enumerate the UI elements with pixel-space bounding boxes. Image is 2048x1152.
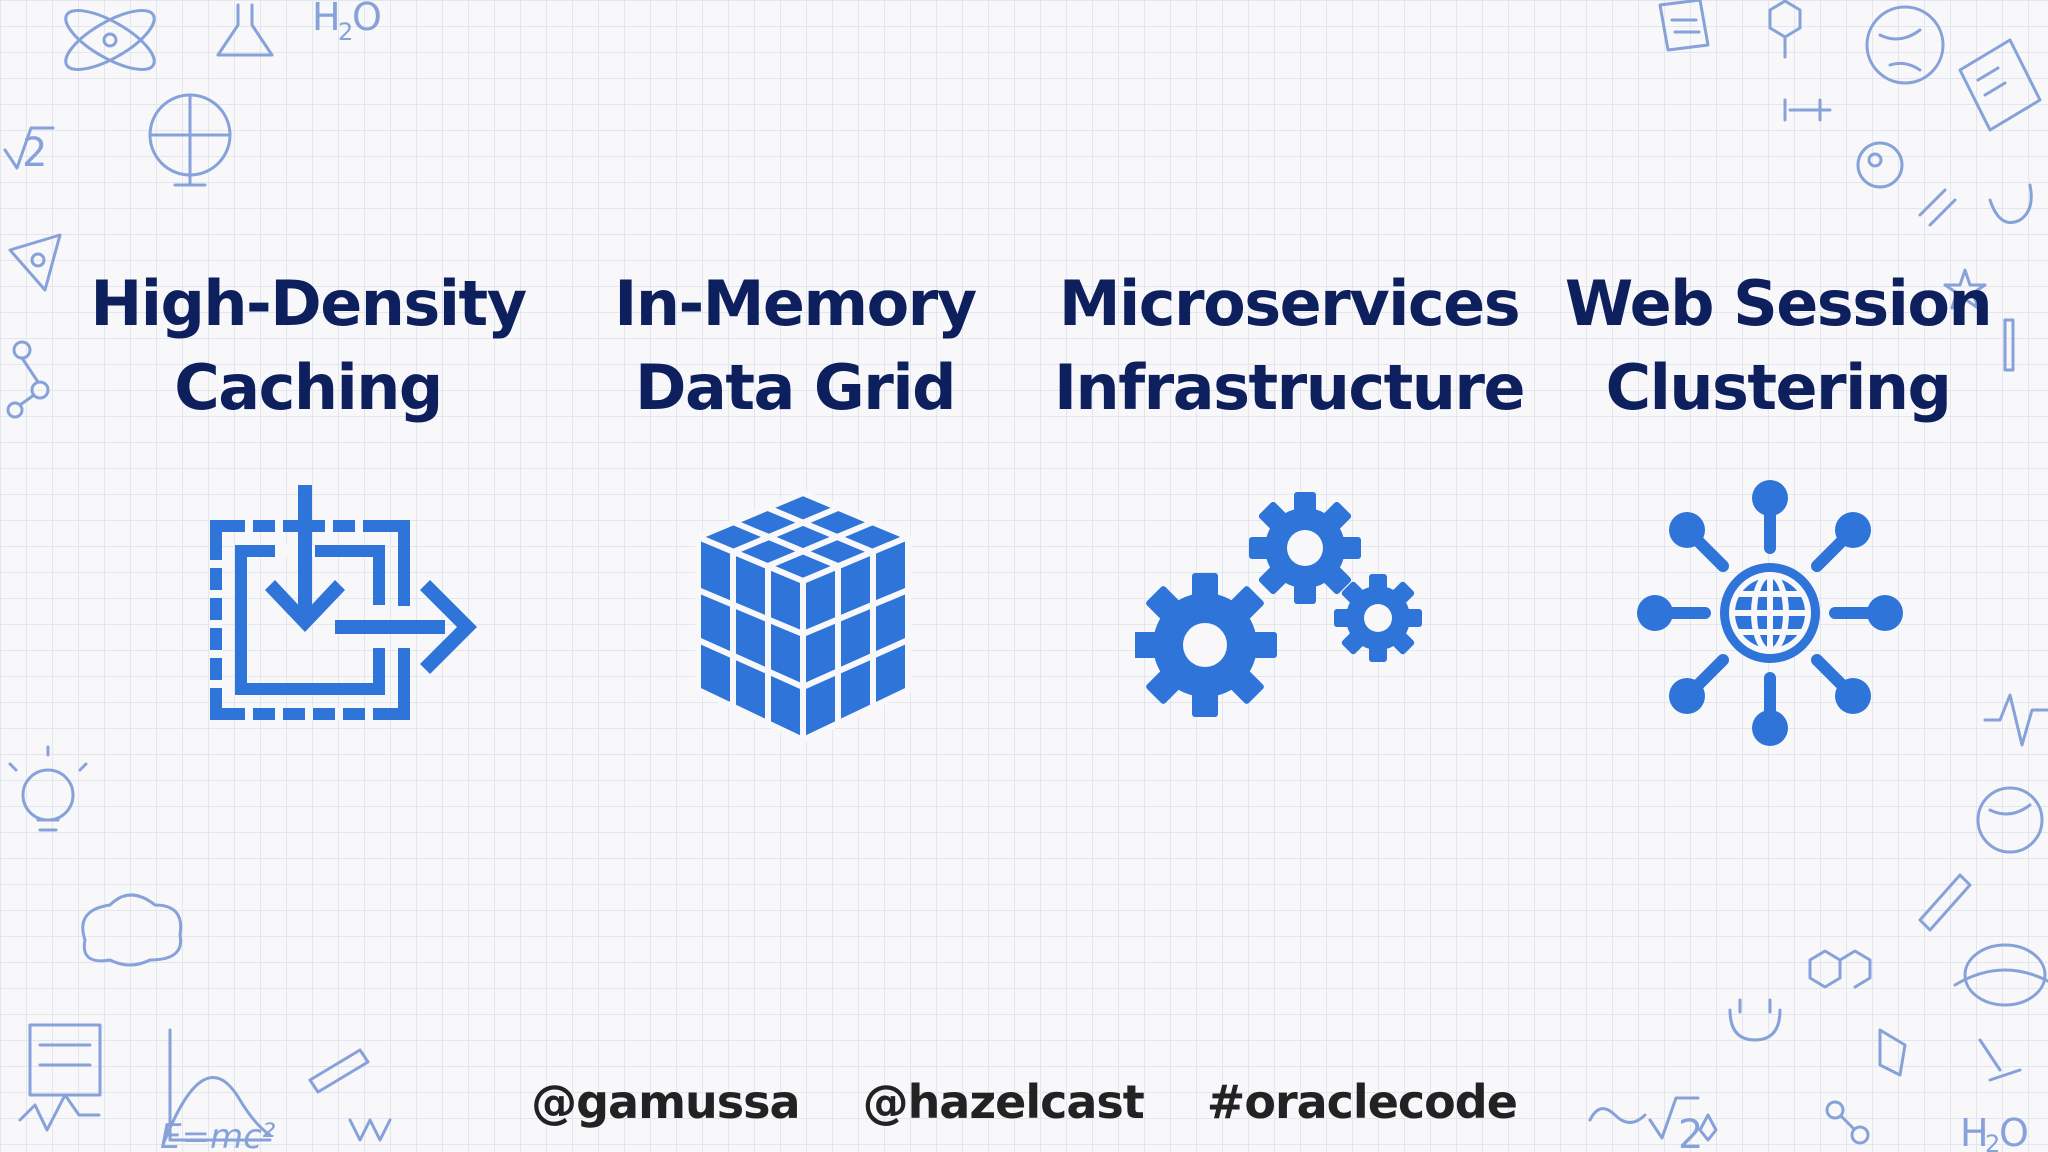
feature-title: Web Session Clustering [1528, 262, 2028, 430]
feature-title-line2: Data Grid [635, 351, 956, 424]
feature-title-line2: Clustering [1605, 351, 1952, 424]
feature-title-line1: High-Density [90, 267, 527, 340]
globe-network-icon [1637, 480, 1903, 746]
twitter-handle-hazelcast: @hazelcast [862, 1075, 1145, 1129]
svg-text:O: O [352, 0, 382, 39]
feature-title: In-Memory Data Grid [545, 262, 1045, 430]
feature-title-line2: Infrastructure [1053, 351, 1526, 424]
feature-high-density-caching: High-Density Caching [58, 262, 558, 430]
gears-icon [1135, 492, 1422, 717]
svg-text:2: 2 [1985, 1130, 2000, 1152]
feature-in-memory-data-grid: In-Memory Data Grid [545, 262, 1045, 430]
footer-social-handles: @gamussa @hazelcast #oraclecode [0, 1075, 2048, 1129]
feature-web-session-clustering: Web Session Clustering [1528, 262, 2028, 430]
feature-title: Microservices Infrastructure [1039, 262, 1539, 430]
feature-microservices-infrastructure: Microservices Infrastructure [1039, 262, 1539, 430]
feature-title-line1: Microservices [1058, 267, 1521, 340]
svg-text:H: H [312, 0, 341, 39]
cache-transfer-icon [210, 485, 477, 720]
twitter-handle-gamussa: @gamussa [531, 1075, 800, 1129]
cube-grid-icon [695, 490, 911, 743]
feature-title-line1: In-Memory [614, 267, 977, 340]
svg-text:2: 2 [22, 130, 47, 176]
feature-title-line2: Caching [174, 351, 443, 424]
svg-text:2: 2 [338, 18, 353, 46]
feature-title: High-Density Caching [58, 262, 558, 430]
feature-title-line1: Web Session [1564, 267, 1993, 340]
hashtag-oraclecode: #oraclecode [1206, 1075, 1518, 1129]
